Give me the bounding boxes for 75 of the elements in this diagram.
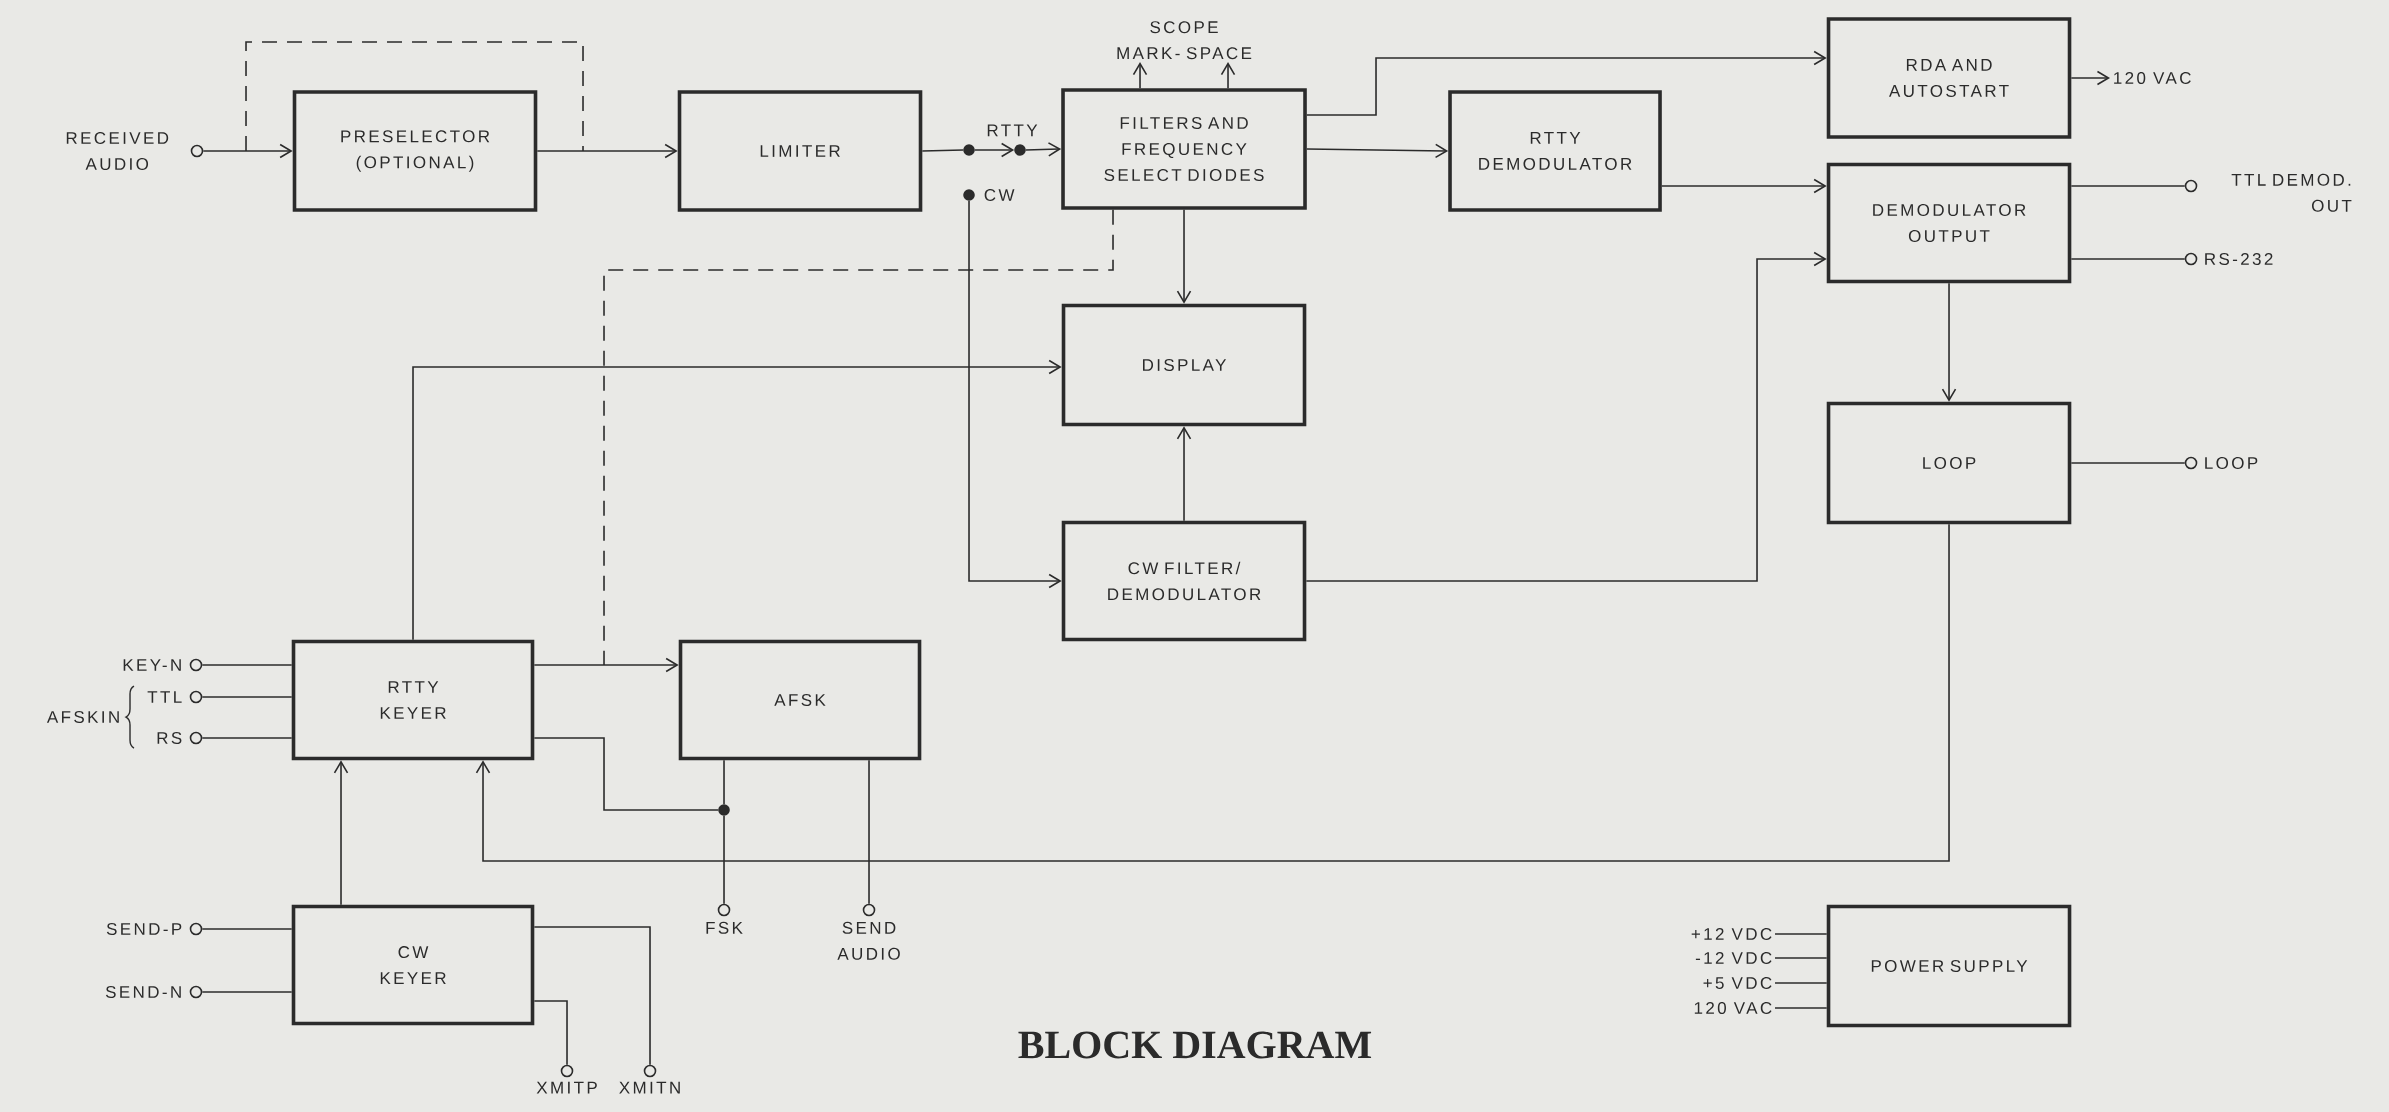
signal-label: SCOPE MARK- SPACE [1117, 21, 1252, 60]
block-box: DEMODULATOR OUTPUT [1826, 162, 2072, 284]
block-box: FILTERS AND FREQUENCY SELECT DIODES [1061, 88, 1307, 210]
terminal-label: FSK [706, 921, 743, 934]
connector-line [533, 926, 651, 1066]
connector-line [723, 815, 725, 905]
arrow [974, 142, 1015, 158]
arrow [202, 143, 293, 159]
group-label: AFSKIN [46, 711, 119, 724]
block-box: PRESELECTOR (OPTIONAL) [292, 90, 538, 212]
terminal-label: RS [157, 732, 182, 745]
terminal-label: TTL DEMOD. OUT [2231, 173, 2352, 212]
connector-line [533, 737, 719, 811]
arrow [1305, 251, 1827, 582]
connector-line [2070, 258, 2186, 260]
terminal-label: CW [984, 189, 1015, 202]
connector-line [2070, 185, 2186, 187]
arrow [1176, 426, 1192, 522]
arrow [475, 523, 1950, 862]
arrow [1306, 50, 1827, 116]
block-box: LIMITER [677, 90, 923, 212]
dashed-line [603, 209, 1114, 666]
block-box: AFSK [678, 639, 922, 761]
block-box: DISPLAY [1061, 303, 1307, 427]
arrow [1025, 142, 1062, 157]
terminal-label: SEND-N [105, 986, 181, 999]
connector-line [1774, 957, 1828, 959]
block-box: RTTY DEMODULATOR [1448, 90, 1662, 212]
diagram-title: BLOCK DIAGRAM [1018, 1031, 1372, 1059]
block-box: RDA AND AUTOSTART [1826, 17, 2072, 139]
arrow [536, 143, 678, 159]
connector-line [921, 149, 964, 152]
terminal-label: SEND-P [106, 923, 182, 936]
terminal-label: RS-232 [2205, 253, 2273, 266]
arrow [1941, 282, 1957, 402]
terminal-label: KEY-N [123, 659, 181, 671]
arrow [1306, 143, 1449, 159]
terminal-label: RECEIVED AUDIO [66, 132, 169, 171]
connector-line [2070, 462, 2186, 464]
terminal-label: TTL [147, 691, 182, 703]
connector-line [868, 759, 870, 905]
connector-line [201, 664, 293, 666]
terminal-label: XMITN [619, 1081, 680, 1094]
arrow [968, 200, 1062, 589]
connector-line [201, 737, 293, 739]
block-box: LOOP [1826, 401, 2072, 525]
block-box: CW KEYER [291, 904, 535, 1026]
arrow [333, 760, 349, 906]
arrow [1132, 62, 1148, 89]
signal-label: 120 VAC [2114, 72, 2191, 85]
signal-label: +5 VDC [1703, 977, 1772, 990]
signal-label: 120 VAC [1694, 1002, 1772, 1015]
connector-line [201, 696, 293, 698]
connector-line [1774, 933, 1828, 935]
block-box: CW FILTER/ DEMODULATOR [1061, 520, 1307, 642]
arrow [2070, 70, 2111, 86]
connector-line [533, 1000, 568, 1066]
arrow [412, 359, 1062, 641]
block-box: RTTY KEYER [291, 639, 535, 761]
connector-line [1774, 1007, 1828, 1009]
terminal-label: SEND AUDIO [837, 921, 900, 960]
arrow [1176, 209, 1192, 304]
arrow [1220, 62, 1236, 89]
connector-line [201, 991, 293, 993]
connector-line [201, 928, 293, 930]
block-box: POWER SUPPLY [1826, 904, 2072, 1028]
arrow [1661, 178, 1827, 194]
arrow [533, 657, 679, 673]
terminal-label: LOOP [2205, 457, 2258, 470]
connector-line [1774, 982, 1828, 984]
connector-line [723, 759, 725, 805]
signal-label: +12 VDC [1691, 928, 1772, 941]
signal-label: -12 VDC [1695, 952, 1772, 965]
terminal-label: XMITP [536, 1081, 597, 1094]
terminal-label: RTTY [987, 124, 1038, 137]
